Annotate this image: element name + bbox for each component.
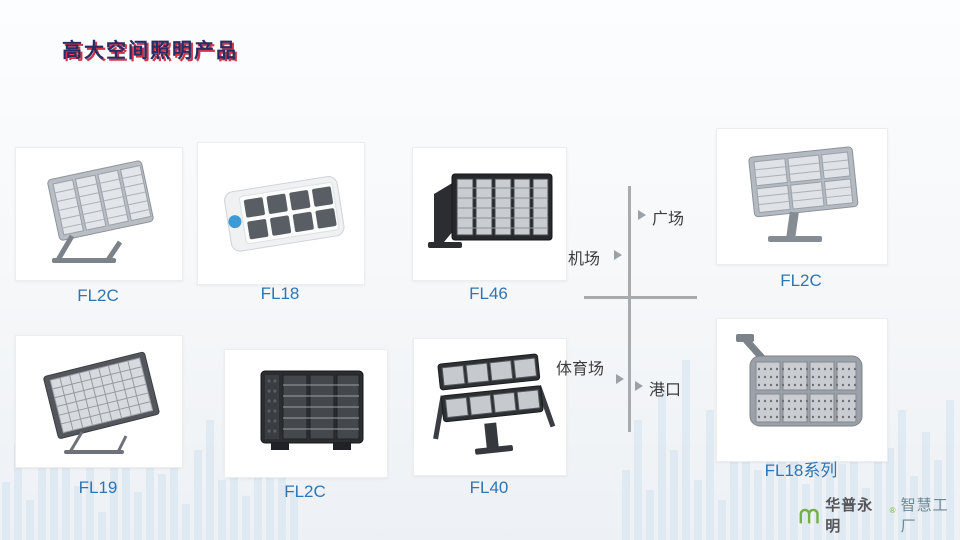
brand-suffix: 智慧工厂 xyxy=(900,497,949,535)
product-label-fl2c-2: FL2C xyxy=(780,271,822,290)
diagram-label-plaza: 广场 xyxy=(652,211,685,228)
product-label-fl40: FL40 xyxy=(469,478,509,497)
product-label-fl46: FL46 xyxy=(469,284,508,303)
fl40-floodlight-image xyxy=(433,353,556,455)
product-card-fl46 xyxy=(412,147,567,281)
product-label-fl2c-3: FL2C xyxy=(284,482,326,501)
product-card-fl18 xyxy=(197,142,365,285)
page-title: 高大空间照明产品 xyxy=(62,40,238,62)
arrow-right-icon-airport xyxy=(614,250,622,260)
product-card-fl2c-1 xyxy=(15,147,183,281)
fl18-series-floodlight-image xyxy=(736,334,863,427)
product-label-fl2c-1: FL2C xyxy=(77,286,119,305)
diagram-horizontal-line xyxy=(584,296,697,299)
product-label-fl18-series: FL18系列 xyxy=(764,461,838,480)
arrow-right-icon-port xyxy=(635,381,643,391)
fl46-floodlight-image xyxy=(427,173,552,248)
registered-mark: ® xyxy=(889,505,896,515)
diagram-label-port: 港口 xyxy=(649,382,682,399)
arrow-right-icon-plaza xyxy=(638,210,646,220)
brand-m-arch-icon xyxy=(799,508,819,524)
product-label-fl18: FL18 xyxy=(260,284,300,303)
fl18-floodlight-image xyxy=(224,175,345,252)
product-label-fl19: FL19 xyxy=(78,478,118,497)
arrow-right-icon-stadium xyxy=(616,374,624,384)
product-card-fl2c-3 xyxy=(224,349,388,478)
brand-logo: 华普永明 ® 智慧工厂 xyxy=(798,494,960,536)
diagram-label-airport: 机场 xyxy=(568,251,601,268)
diagram-label-stadium: 体育场 xyxy=(556,361,605,378)
product-card-fl18-series xyxy=(716,318,888,462)
product-card-fl40 xyxy=(413,338,567,476)
equalizer-bars-left-decoration xyxy=(2,385,298,540)
diagram-vertical-line xyxy=(628,186,631,432)
fl2c-floodlight-image-1 xyxy=(47,160,154,263)
product-card-fl19 xyxy=(15,335,183,468)
fl19-floodlight-image xyxy=(43,351,160,454)
brand-name: 华普永明 xyxy=(825,497,874,535)
fl2c-floodlight-image-3 xyxy=(260,370,364,450)
fl2c-floodlight-image-2 xyxy=(748,145,859,242)
product-card-fl2c-2 xyxy=(716,128,888,265)
